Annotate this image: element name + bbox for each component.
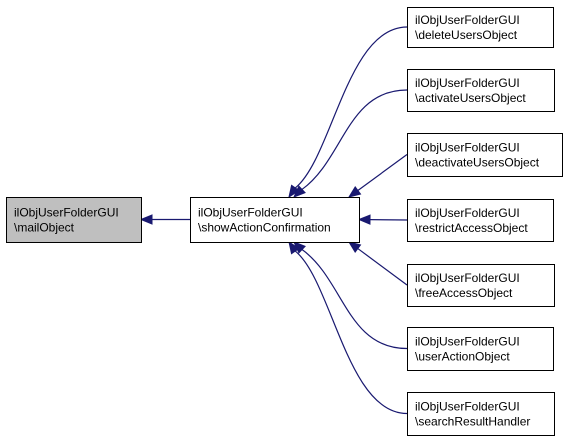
edge-search-to-show <box>288 240 408 415</box>
node-box <box>407 199 554 242</box>
node-method-label: \activateUsersObject <box>415 91 526 105</box>
edge-restrict-to-show <box>357 214 408 225</box>
edge-arrowhead <box>347 185 362 198</box>
node-box <box>407 7 554 48</box>
node-activate[interactable]: ilObjUserFolderGUI\activateUsersObject <box>407 69 555 112</box>
node-method-label: \searchResultHandler <box>415 415 530 429</box>
edge-arrowhead <box>357 214 371 225</box>
node-show[interactable]: ilObjUserFolderGUI\showActionConfirmatio… <box>190 197 360 243</box>
edge-arrowhead <box>139 214 153 225</box>
node-class-label: ilObjUserFolderGUI <box>415 335 520 349</box>
edge-line <box>301 249 408 350</box>
node-class-label: ilObjUserFolderGUI <box>198 206 303 220</box>
node-method-label: \userActionObject <box>415 350 510 364</box>
edge-delete-to-show <box>288 26 408 199</box>
node-box <box>6 197 142 243</box>
node-deactivate[interactable]: ilObjUserFolderGUI\deactivateUsersObject <box>407 133 563 177</box>
node-method-label: \freeAccessObject <box>415 286 513 300</box>
node-class-label: ilObjUserFolderGUI <box>415 271 520 285</box>
edge-deactivate-to-show <box>347 154 408 198</box>
node-class-label: ilObjUserFolderGUI <box>415 76 520 90</box>
node-mail[interactable]: ilObjUserFolderGUI\mailObject <box>6 197 142 243</box>
edge-useraction-to-show <box>293 241 408 350</box>
edge-arrowhead <box>288 240 300 255</box>
node-box <box>407 392 555 436</box>
node-class-label: ilObjUserFolderGUI <box>415 400 520 414</box>
node-box <box>190 197 360 243</box>
edge-line <box>357 248 408 286</box>
node-method-label: \showActionConfirmation <box>198 221 331 235</box>
node-box <box>407 69 555 112</box>
node-restrict[interactable]: ilObjUserFolderGUI\restrictAccessObject <box>407 199 554 242</box>
edge-arrowhead <box>288 184 300 199</box>
node-box <box>407 133 563 177</box>
node-method-label: \mailObject <box>14 221 75 235</box>
node-method-label: \restrictAccessObject <box>415 221 528 235</box>
node-search[interactable]: ilObjUserFolderGUI\searchResultHandler <box>407 392 555 436</box>
edge-free-to-show <box>347 241 408 286</box>
node-delete[interactable]: ilObjUserFolderGUI\deleteUsersObject <box>407 7 554 48</box>
node-class-label: ilObjUserFolderGUI <box>415 13 520 27</box>
node-box <box>407 264 555 307</box>
node-class-label: ilObjUserFolderGUI <box>14 206 119 220</box>
node-useraction[interactable]: ilObjUserFolderGUI\userActionObject <box>407 327 554 371</box>
node-method-label: \deactivateUsersObject <box>415 156 540 170</box>
edge-line <box>357 154 408 191</box>
edge-arrowhead <box>293 185 306 198</box>
edge-activate-to-show <box>293 89 408 198</box>
node-method-label: \deleteUsersObject <box>415 28 518 42</box>
edge-arrowhead <box>347 241 362 254</box>
edge-show-to-mail <box>139 214 190 225</box>
nodes-layer: ilObjUserFolderGUI\mailObjectilObjUserFo… <box>6 7 563 436</box>
node-class-label: ilObjUserFolderGUI <box>415 141 520 155</box>
node-box <box>407 327 554 371</box>
node-class-label: ilObjUserFolderGUI <box>415 206 520 220</box>
edge-line <box>301 89 408 190</box>
edge-line <box>294 26 408 189</box>
node-free[interactable]: ilObjUserFolderGUI\freeAccessObject <box>407 264 555 307</box>
edge-line <box>294 250 408 415</box>
edges-layer <box>139 26 408 415</box>
